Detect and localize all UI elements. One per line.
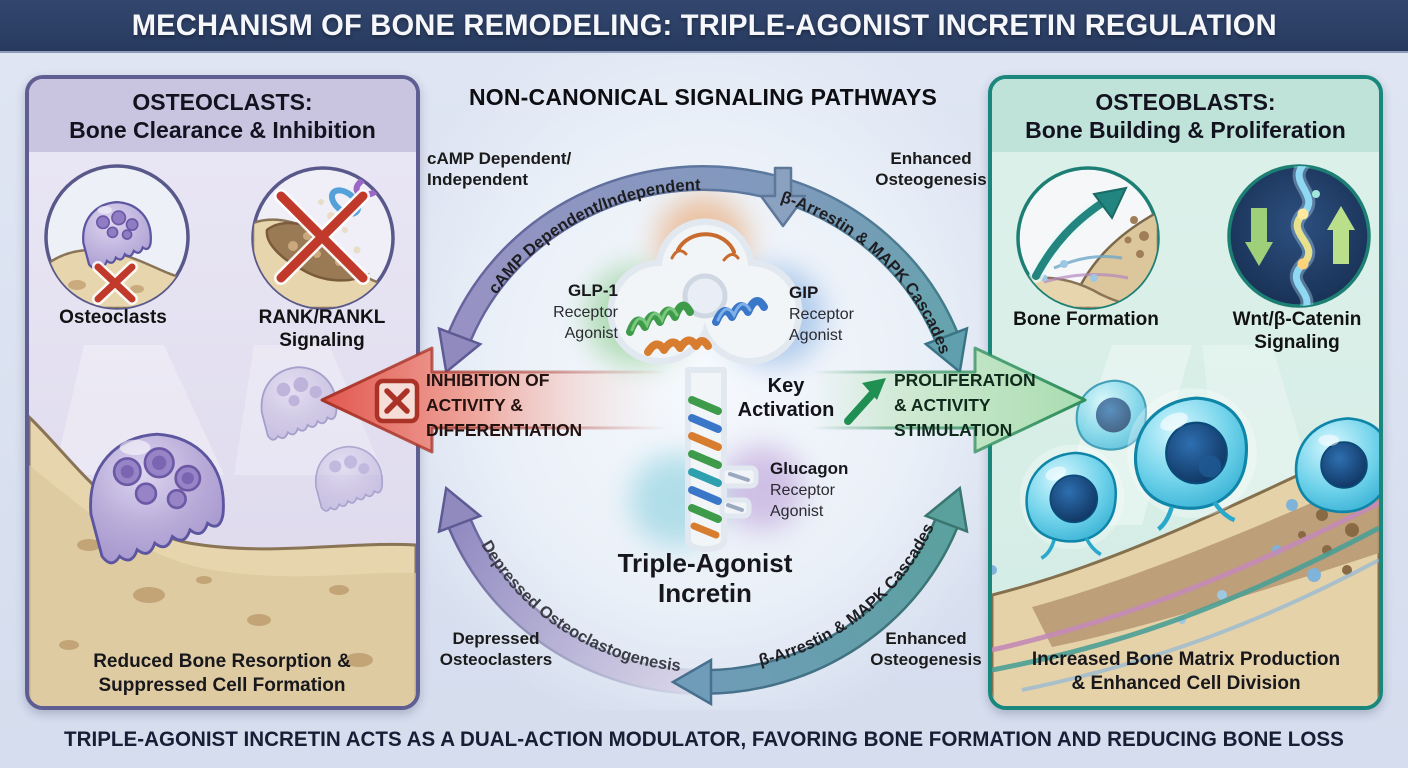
key-shaped-incretin-molecule bbox=[607, 218, 803, 552]
wnt-pathway-icon bbox=[1245, 166, 1355, 306]
inhibition-arrow bbox=[320, 346, 670, 454]
osteoblast-building-illustration bbox=[992, 345, 1379, 706]
osteoclast-cell-large bbox=[89, 432, 225, 565]
faded-osteoclast-cell bbox=[260, 366, 338, 441]
page-title: MECHANISM OF BONE REMODELING: TRIPLE-AGO… bbox=[131, 8, 1277, 42]
x-mark-icon bbox=[274, 189, 370, 285]
osteoclasts-panel: OSTEOCLASTS: Bone Clearance & Inhibition bbox=[25, 75, 420, 710]
osteoblasts-title-line1: OSTEOBLASTS: bbox=[1095, 88, 1276, 115]
bottom-caption: TRIPLE-AGONIST INCRETIN ACTS AS A DUAL-A… bbox=[64, 728, 1344, 751]
arc-arrowhead bbox=[437, 485, 483, 534]
helix-stem-twist bbox=[688, 396, 750, 539]
signaling-arc-bottom-right bbox=[670, 485, 969, 707]
osteoblast-cells bbox=[1019, 379, 1379, 560]
signaling-arc-top-left bbox=[437, 165, 775, 375]
proliferation-arrow bbox=[810, 346, 1087, 454]
osteoblasts-title-line2: Bone Building & Proliferation bbox=[1025, 116, 1346, 143]
osteoclasts-panel-header: OSTEOCLASTS: Bone Clearance & Inhibition bbox=[29, 79, 416, 152]
title-banner: MECHANISM OF BONE REMODELING: TRIPLE-AGO… bbox=[0, 0, 1408, 53]
arc-arrowhead bbox=[923, 485, 969, 534]
osteoclast-inset-icon bbox=[44, 164, 190, 310]
bone-growth-arrow-icon bbox=[1018, 186, 1158, 308]
arc-arrowhead bbox=[670, 657, 713, 707]
arc-arrowhead bbox=[437, 326, 483, 375]
broken-chain-crossed-icon bbox=[253, 174, 393, 308]
arc-arrowhead bbox=[923, 326, 969, 375]
down-arrow-icon bbox=[759, 166, 807, 228]
wnt-pathway-inset-icon bbox=[1227, 164, 1371, 308]
x-mark-icon bbox=[92, 261, 138, 305]
faded-osteoclast-cell bbox=[315, 445, 383, 512]
osteoclast-cell-crossed-icon bbox=[46, 200, 188, 308]
key-bow-hole bbox=[682, 273, 728, 319]
rank-rankl-inset-icon bbox=[251, 166, 395, 310]
osteoclast-resorption-illustration bbox=[29, 345, 416, 706]
down-arrow-icon bbox=[1245, 208, 1273, 266]
trend-up-arrow-icon bbox=[844, 378, 886, 425]
signaling-arc-bottom-left bbox=[437, 485, 704, 695]
bottom-caption-bar: TRIPLE-AGONIST INCRETIN ACTS AS A DUAL-A… bbox=[0, 712, 1408, 768]
osteoblasts-panel-header: OSTEOBLASTS: Bone Building & Proliferati… bbox=[992, 79, 1379, 152]
osteoclasts-title-line2: Bone Clearance & Inhibition bbox=[69, 116, 376, 143]
osteoclasts-title-line1: OSTEOCLASTS: bbox=[132, 88, 313, 115]
x-box-icon bbox=[374, 378, 420, 424]
bone-formation-inset-icon bbox=[1016, 166, 1160, 310]
up-arrow-icon bbox=[1327, 206, 1355, 264]
